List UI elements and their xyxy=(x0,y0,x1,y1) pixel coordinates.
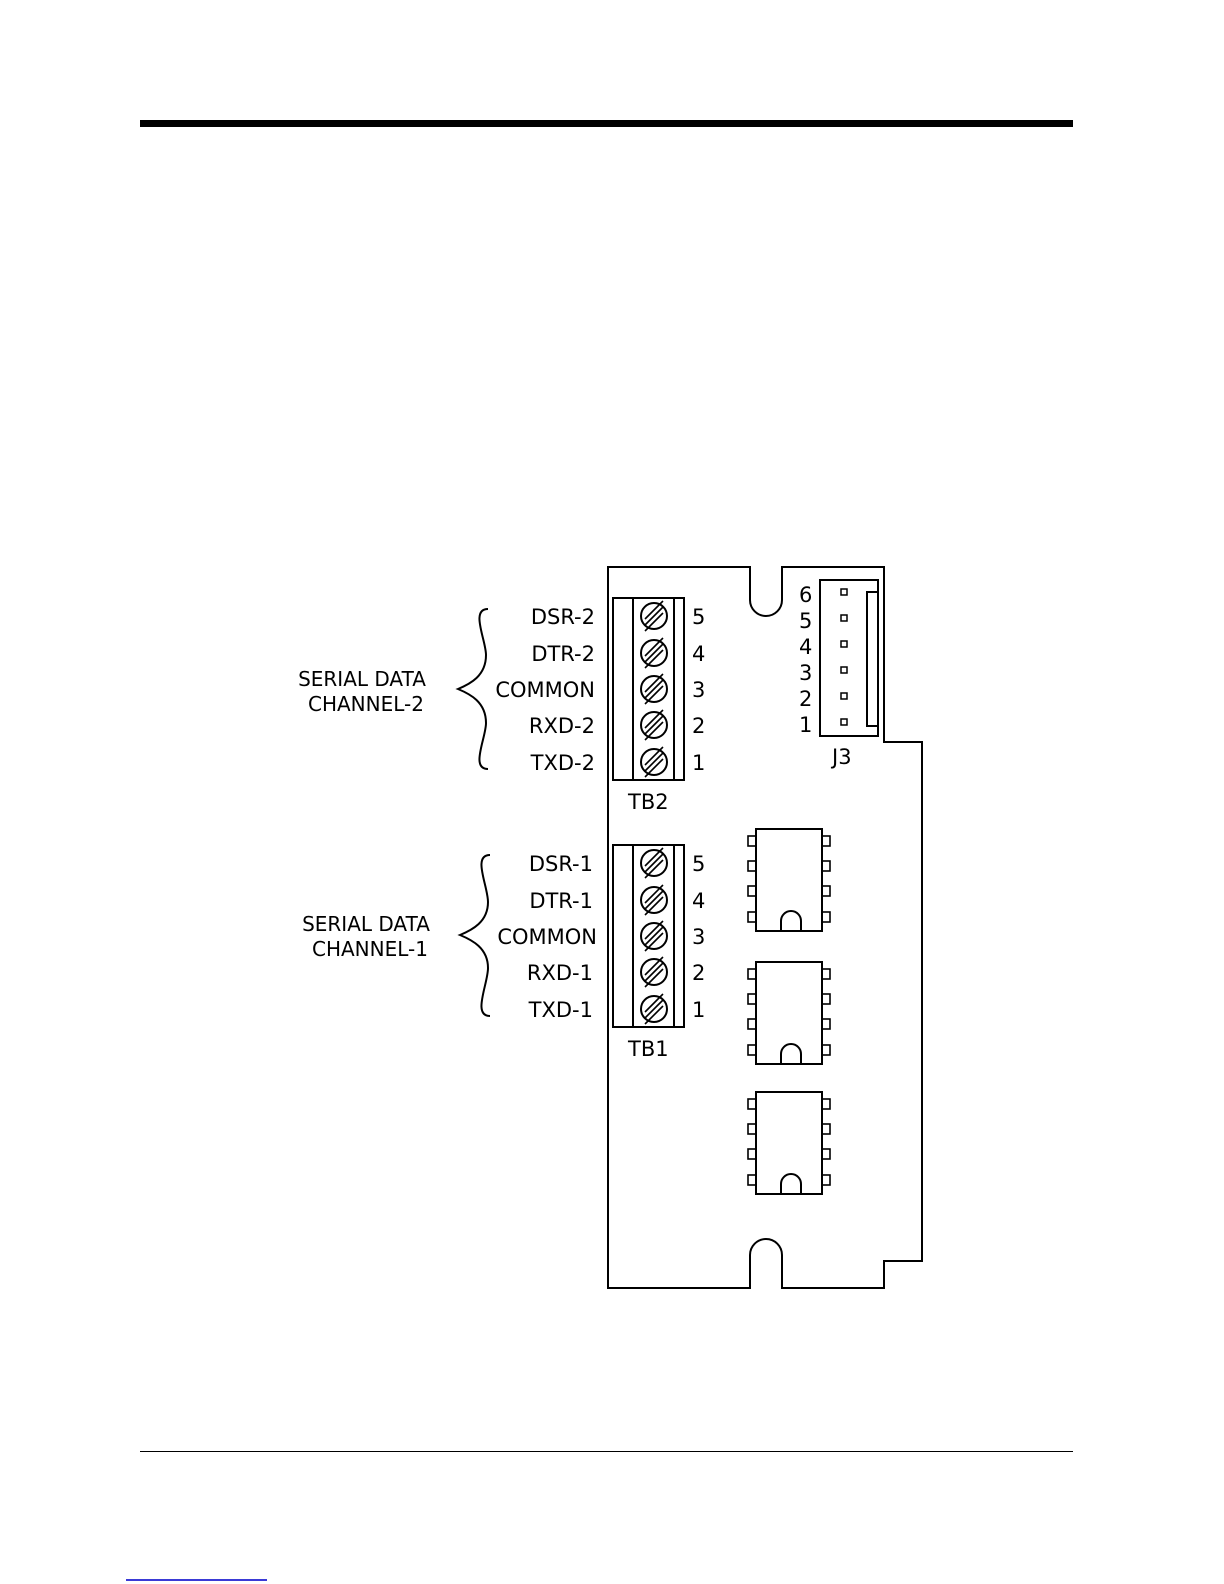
ic-pin xyxy=(748,969,756,979)
tb2-signal-label: TXD-2 xyxy=(530,751,595,775)
j3-pin-number: 6 xyxy=(799,583,812,607)
ic-pin xyxy=(822,1149,830,1159)
ic-pin xyxy=(748,836,756,846)
tb1-screw-terminal xyxy=(641,848,667,878)
tb2-pin-number: 2 xyxy=(692,714,705,738)
ic-pin xyxy=(748,1019,756,1029)
tb1-screw-terminal xyxy=(641,994,667,1024)
tb1-signal-label: TXD-1 xyxy=(528,998,593,1022)
tb1-pin-number: 1 xyxy=(692,998,705,1022)
connector-j3 xyxy=(820,580,878,736)
tb1-signal-label: RXD-1 xyxy=(527,961,593,985)
tb2-screw-terminal xyxy=(641,747,667,777)
ic-pin xyxy=(748,994,756,1004)
j3-label: J3 xyxy=(830,745,852,769)
ic-pin xyxy=(748,861,756,871)
tb2-screw-terminal xyxy=(641,710,667,740)
tb2-signal-label: DSR-2 xyxy=(531,605,595,629)
tb1-signal-label: COMMON xyxy=(497,925,597,949)
tb2-screw-terminal xyxy=(641,674,667,704)
dip-ic xyxy=(748,829,830,931)
j3-pin xyxy=(841,693,847,699)
dip-ic xyxy=(748,962,830,1064)
tb1-pin-number: 4 xyxy=(692,889,705,913)
ic-pin xyxy=(748,1175,756,1185)
tb2-pin-number: 3 xyxy=(692,678,705,702)
ic-pin xyxy=(748,886,756,896)
j3-pin-number: 3 xyxy=(799,661,812,685)
tb2-signal-label: COMMON xyxy=(495,678,595,702)
group-label-channel-2-line1: SERIAL DATA xyxy=(298,667,426,691)
ic-pin xyxy=(822,994,830,1004)
ic-pin xyxy=(822,1124,830,1134)
ic-pin xyxy=(748,1045,756,1055)
ic-pin xyxy=(822,969,830,979)
tb1-screw-terminal xyxy=(641,885,667,915)
tb2-screw-terminal xyxy=(641,638,667,668)
terminal-block-tb2 xyxy=(613,598,684,780)
tb2-label: TB2 xyxy=(627,790,669,814)
tb1-pin-number: 3 xyxy=(692,925,705,949)
tb2-pin-number: 5 xyxy=(692,605,705,629)
ic-pin xyxy=(822,1019,830,1029)
terminal-block-tb1 xyxy=(613,845,684,1027)
j3-pin xyxy=(841,615,847,621)
j3-pin xyxy=(841,589,847,595)
ic-packages xyxy=(748,829,830,1194)
j3-pin-number: 2 xyxy=(799,687,812,711)
group-label-channel-1-line2: CHANNEL-1 xyxy=(312,937,428,961)
tb2-pin-number: 1 xyxy=(692,751,705,775)
tb1-pin-number: 2 xyxy=(692,961,705,985)
ic-pin xyxy=(748,1099,756,1109)
j3-pin xyxy=(841,641,847,647)
j3-pin-number: 5 xyxy=(799,609,812,633)
tb1-signal-label: DTR-1 xyxy=(529,889,593,913)
ic-pin xyxy=(822,1045,830,1055)
ic-pin xyxy=(822,1099,830,1109)
ic-pin xyxy=(748,912,756,922)
ic-pin xyxy=(822,1175,830,1185)
j3-pin-number: 4 xyxy=(799,635,812,659)
tb1-screw-terminal xyxy=(641,921,667,951)
brace-channel-1 xyxy=(460,855,490,1016)
group-label-channel-1-line1: SERIAL DATA xyxy=(302,912,430,936)
tb1-screw-terminal xyxy=(641,957,667,987)
ic-pin xyxy=(822,836,830,846)
dip-ic xyxy=(748,1092,830,1194)
brace-channel-2 xyxy=(458,609,488,769)
group-label-channel-2-line2: CHANNEL-2 xyxy=(308,692,424,716)
j3-pin xyxy=(841,667,847,673)
ic-pin xyxy=(822,861,830,871)
tb2-pin-number: 4 xyxy=(692,642,705,666)
tb2-signal-label: RXD-2 xyxy=(529,714,595,738)
tb1-pin-number: 5 xyxy=(692,852,705,876)
j3-pin-number: 1 xyxy=(799,713,812,737)
tb1-signal-label: DSR-1 xyxy=(529,852,593,876)
tb2-signal-label: DTR-2 xyxy=(531,642,595,666)
ic-pin xyxy=(748,1124,756,1134)
tb1-label: TB1 xyxy=(627,1037,669,1061)
tb2-screw-terminal xyxy=(641,601,667,631)
ic-pin xyxy=(748,1149,756,1159)
ic-pin xyxy=(822,912,830,922)
j3-pin xyxy=(841,719,847,725)
ic-pin xyxy=(822,886,830,896)
